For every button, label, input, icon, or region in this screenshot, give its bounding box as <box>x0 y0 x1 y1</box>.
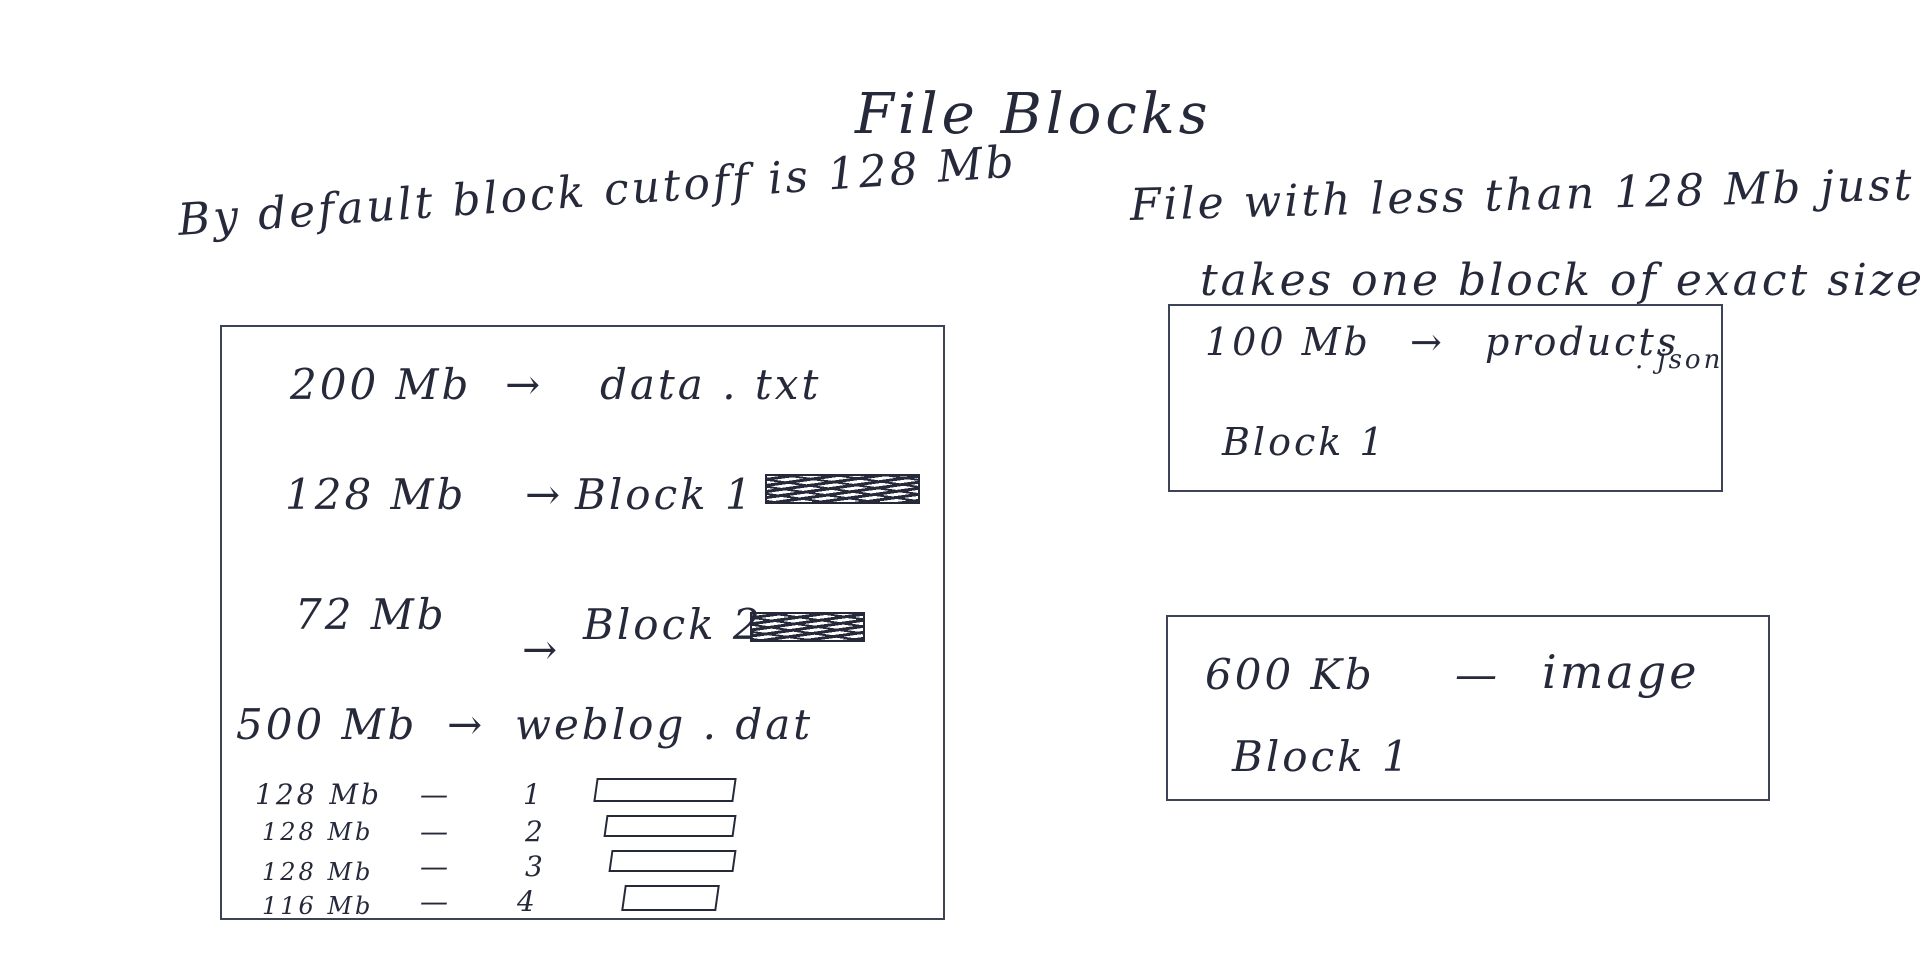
file2-row1-dash: — <box>420 778 451 811</box>
right-heading-line-2: takes one block of exact size <box>1200 255 1920 306</box>
products-name: products <box>1485 320 1680 364</box>
file2-row2-size: 128 Mb <box>262 818 374 846</box>
file2-row4-size: 116 Mb <box>262 892 374 920</box>
file2-size: 500 Mb <box>236 700 418 749</box>
file2-row3-num: 3 <box>525 850 546 883</box>
file2-row4-num: 4 <box>517 885 538 918</box>
file1-block1-size: 128 Mb <box>285 470 467 519</box>
image-size: 600 Kb <box>1205 650 1375 699</box>
file2-row2-dash: — <box>420 815 451 848</box>
file2-arrow: → <box>447 700 486 749</box>
file2-name: weblog . dat <box>515 700 814 749</box>
file1-block2-size: 72 Mb <box>295 590 447 639</box>
file1-block2-arrow: → <box>522 625 561 674</box>
file2-row1-size: 128 Mb <box>255 778 382 811</box>
file2-row4-bar <box>621 885 720 911</box>
products-ext: . json <box>1635 345 1724 375</box>
products-block: Block 1 <box>1222 420 1387 464</box>
file2-row3-bar <box>608 850 737 872</box>
file1-block1-arrow: → <box>525 470 564 519</box>
right-box-products <box>1168 304 1723 492</box>
file2-row3-dash: — <box>420 850 451 883</box>
image-block: Block 1 <box>1232 732 1412 781</box>
file1-block1-bar <box>765 474 920 504</box>
image-name: image <box>1542 645 1700 699</box>
file2-row2-num: 2 <box>525 815 546 848</box>
products-arrow: → <box>1410 320 1445 364</box>
left-heading: By default block cutoff is 128 Mb <box>176 136 1019 246</box>
file2-row2-bar <box>603 815 737 837</box>
file1-size: 200 Mb <box>290 360 472 409</box>
file2-row4-dash: — <box>420 885 451 918</box>
image-dash: — <box>1455 650 1500 699</box>
file2-row1-bar <box>593 778 737 802</box>
file2-row1-num: 1 <box>523 778 544 811</box>
page-title: File Blocks <box>855 82 1212 147</box>
right-box-image <box>1166 615 1770 801</box>
file1-block2-bar <box>750 612 865 642</box>
file1-arrow: → <box>505 360 544 409</box>
right-heading-line-1: File with less than 128 Mb just <box>1129 159 1916 231</box>
left-diagram-box <box>220 325 945 920</box>
products-size: 100 Mb <box>1205 320 1371 364</box>
file1-name: data . txt <box>600 360 822 409</box>
file1-block1-label: Block 1 <box>575 470 755 519</box>
file2-row3-size: 128 Mb <box>262 858 374 886</box>
file1-block2-label: Block 2 <box>583 600 763 649</box>
